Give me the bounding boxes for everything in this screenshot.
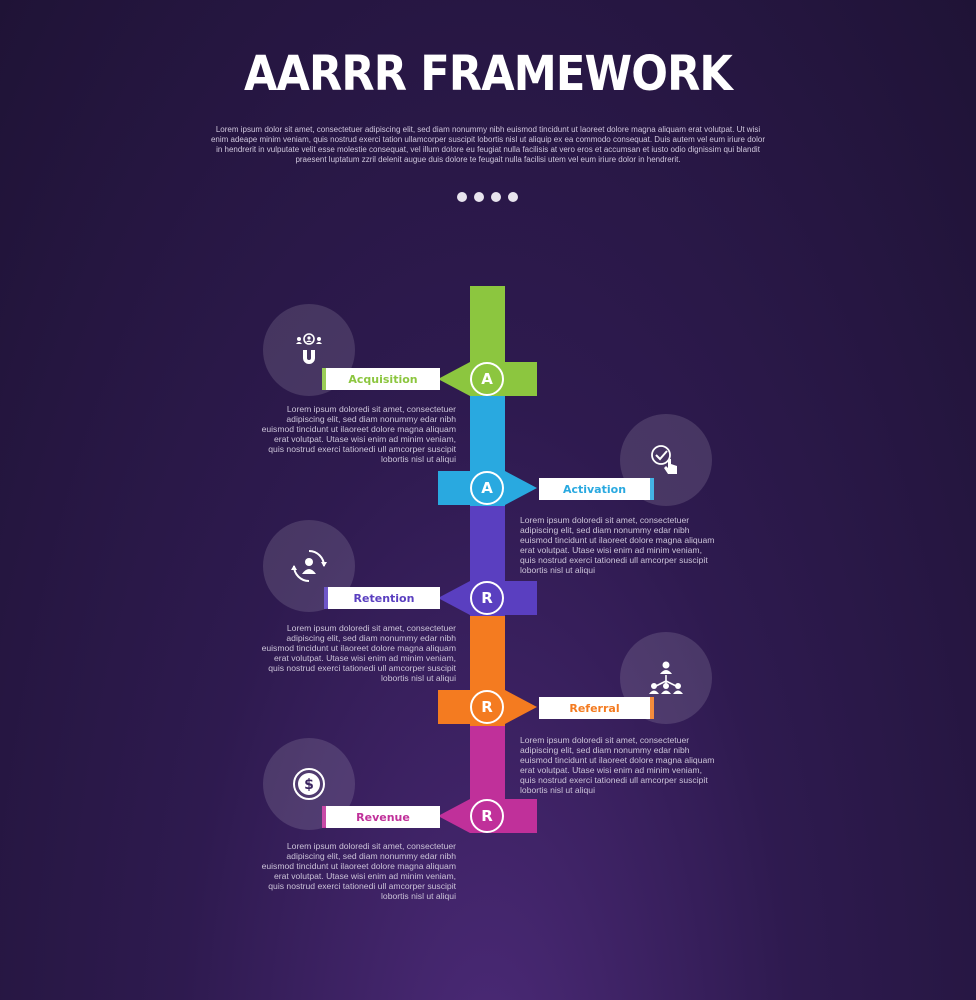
dot xyxy=(508,192,518,202)
user-network-icon xyxy=(649,661,683,694)
icon-circle-retention xyxy=(263,520,355,612)
banner-activation: Activation xyxy=(539,478,654,500)
description-activation: Lorem ipsum doloredi sit amet, consectet… xyxy=(520,515,715,575)
icon-circle-revenue: $ xyxy=(263,738,355,830)
description-retention: Lorem ipsum doloredi sit amet, consectet… xyxy=(261,623,456,683)
icon-circle-activation xyxy=(620,414,712,506)
step-tab-acquisition xyxy=(501,362,537,396)
step-label: Retention xyxy=(353,591,415,605)
banner-revenue: Revenue xyxy=(322,806,440,828)
badge-revenue: R xyxy=(470,799,504,833)
user-cycle-icon xyxy=(291,550,327,582)
badge-referral: R xyxy=(470,690,504,724)
badge-letter: A xyxy=(481,479,493,497)
step-label: Revenue xyxy=(356,810,410,824)
badge-letter: A xyxy=(481,370,493,388)
dot xyxy=(474,192,484,202)
check-hand-icon xyxy=(651,445,677,474)
step-tab-activation xyxy=(438,471,474,505)
step-label: Acquisition xyxy=(348,372,418,386)
step-tab-revenue xyxy=(501,799,537,833)
dollar-coin-icon: $ xyxy=(293,768,325,800)
magnet-users-icon xyxy=(296,333,322,364)
description-referral: Lorem ipsum doloredi sit amet, consectet… xyxy=(520,735,715,795)
badge-activation: A xyxy=(470,471,504,505)
step-tab-referral xyxy=(438,690,474,724)
step-label: Referral xyxy=(569,701,620,715)
pagination-dots xyxy=(457,192,518,202)
step-tab-retention xyxy=(501,581,537,615)
dot xyxy=(457,192,467,202)
banner-retention: Retention xyxy=(324,587,440,609)
dot xyxy=(491,192,501,202)
badge-retention: R xyxy=(470,581,504,615)
icon-circle-referral xyxy=(620,632,712,724)
icon-circle-acquisition xyxy=(263,304,355,396)
badge-letter: R xyxy=(481,589,493,607)
page-title: AARRR FRAMEWORK xyxy=(243,46,733,102)
intro-paragraph: Lorem ipsum dolor sit amet, consectetuer… xyxy=(210,125,766,164)
banner-acquisition: Acquisition xyxy=(322,368,440,390)
badge-letter: R xyxy=(481,807,493,825)
arrow-referral xyxy=(505,690,537,724)
badge-acquisition: A xyxy=(470,362,504,396)
description-revenue: Lorem ipsum doloredi sit amet, consectet… xyxy=(261,841,456,901)
banner-referral: Referral xyxy=(539,697,654,719)
description-acquisition: Lorem ipsum doloredi sit amet, consectet… xyxy=(261,404,456,464)
badge-letter: R xyxy=(481,698,493,716)
arrow-retention xyxy=(438,581,470,615)
svg-text:$: $ xyxy=(304,777,314,793)
arrow-activation xyxy=(505,471,537,505)
arrow-revenue xyxy=(438,799,470,833)
step-label: Activation xyxy=(562,482,627,496)
arrow-acquisition xyxy=(438,362,470,396)
